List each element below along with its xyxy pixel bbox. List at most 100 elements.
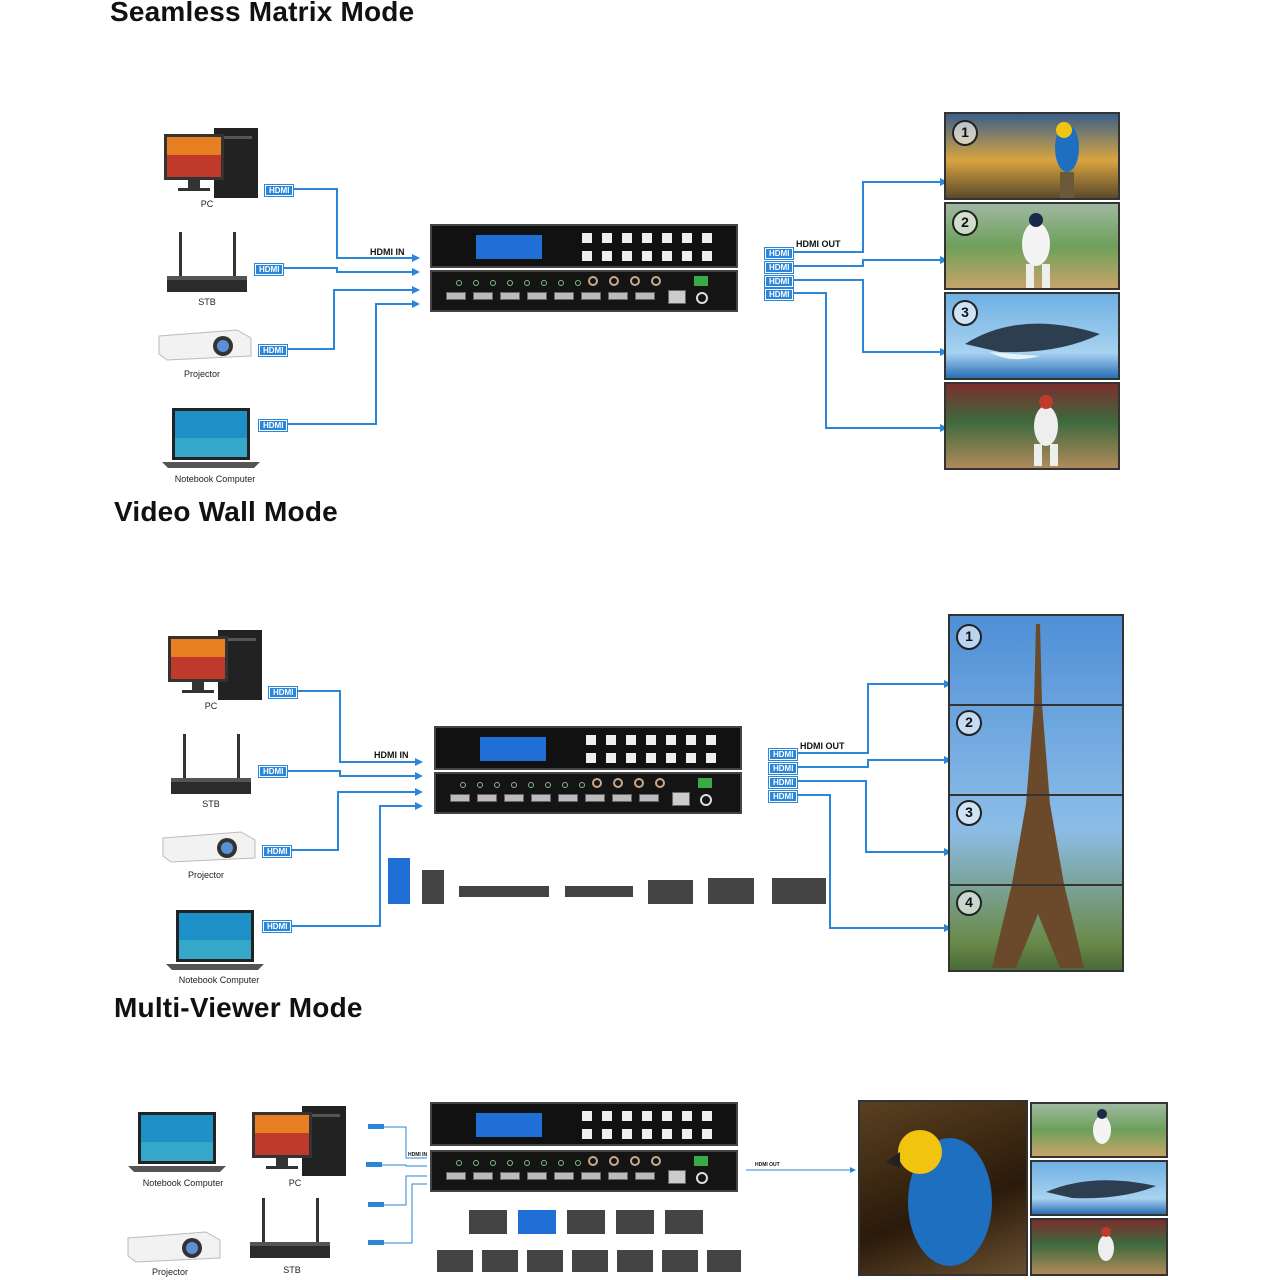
indicator-led	[558, 280, 564, 286]
layout-icon-3x1	[565, 886, 633, 897]
indicator-led	[558, 1160, 564, 1166]
panel-button	[682, 1111, 692, 1121]
indicator-led	[575, 280, 581, 286]
projector-icon	[158, 329, 252, 361]
multiviewer-sub-screen-3	[1030, 1218, 1168, 1276]
hdmi-port	[527, 292, 547, 300]
hdmi-port	[608, 292, 628, 300]
indicator-led	[579, 782, 585, 788]
indicator-led	[456, 1160, 462, 1166]
hdmi-tag-small	[368, 1240, 384, 1245]
hdmi-tag: HDMI	[265, 185, 294, 196]
section-title-multiviewer: Multi-Viewer Mode	[114, 992, 363, 1023]
panel-button	[582, 233, 592, 243]
indicator-led	[541, 1160, 547, 1166]
device-label-stb: STB	[283, 1265, 301, 1275]
indicator-led	[507, 280, 513, 286]
audio-jack	[634, 778, 644, 788]
audio-jack	[592, 778, 602, 788]
hdmi-port	[504, 794, 524, 802]
layout-icon-4x1	[459, 886, 549, 897]
power-jack	[696, 292, 708, 304]
layout-icon-mv-3	[527, 1250, 563, 1272]
panel-button	[582, 1129, 592, 1139]
hdmi-tag: HDMI	[259, 766, 288, 777]
screen-number-badge: 3	[956, 800, 982, 826]
indicator-led	[494, 782, 500, 788]
notebook-icon	[166, 910, 264, 970]
layout-icon-split	[567, 1210, 605, 1234]
control-terminal	[694, 276, 708, 286]
stb-icon	[171, 734, 251, 794]
audio-jack	[588, 1156, 598, 1166]
panel-button	[682, 251, 692, 261]
screen-number-badge: 3	[952, 300, 978, 326]
panel-button	[706, 735, 716, 745]
hdmi-tag: HDMI	[769, 777, 798, 788]
baseball-runner-image	[1034, 395, 1058, 466]
indicator-led	[562, 782, 568, 788]
lcd-display	[476, 1113, 542, 1137]
section-title-videowall: Video Wall Mode	[114, 496, 338, 527]
hdmi-port	[639, 794, 659, 802]
hdmi-tag-small	[368, 1124, 384, 1129]
indicator-led	[511, 782, 517, 788]
layout-icon-mv-7	[707, 1250, 741, 1272]
power-jack	[696, 1172, 708, 1184]
indicator-led	[456, 280, 462, 286]
panel-button	[622, 1129, 632, 1139]
device-label-pc: PC	[288, 1178, 302, 1188]
audio-jack	[655, 778, 665, 788]
hdmi-port	[527, 1172, 547, 1180]
layout-icon-mv-1	[437, 1250, 473, 1272]
audio-jack	[651, 276, 661, 286]
panel-button	[702, 251, 712, 261]
panel-button	[702, 1129, 712, 1139]
display-screen-2: 2	[944, 202, 1120, 290]
hdmi-port	[450, 794, 470, 802]
matrix-switcher-rear	[430, 1150, 738, 1192]
screen-number-badge: 1	[952, 120, 978, 146]
stb-icon	[250, 1198, 330, 1258]
panel-button	[702, 233, 712, 243]
hdmi-out-label: HDMI OUT	[755, 1162, 780, 1168]
panel-button	[642, 1111, 652, 1121]
indicator-led	[460, 782, 466, 788]
section-title-seamless: Seamless Matrix Mode	[110, 0, 415, 27]
projector-icon	[127, 1231, 221, 1263]
display-screen-1: 1	[944, 112, 1120, 200]
hdmi-in-label: HDMI IN	[374, 750, 409, 760]
ethernet-port	[668, 1170, 686, 1184]
indicator-led	[575, 1160, 581, 1166]
hdmi-tag: HDMI	[765, 289, 794, 300]
hdmi-port	[612, 794, 632, 802]
indicator-led	[490, 280, 496, 286]
hdmi-port	[608, 1172, 628, 1180]
baseball-runner-image	[1098, 1227, 1114, 1261]
matrix-switcher-front	[430, 1102, 738, 1146]
hdmi-tag-small	[368, 1202, 384, 1207]
ethernet-port	[672, 792, 690, 806]
hdmi-port	[635, 292, 655, 300]
hdmi-port	[477, 794, 497, 802]
pc-icon	[164, 128, 258, 198]
hdmi-tag: HDMI	[263, 921, 292, 932]
panel-button	[602, 1129, 612, 1139]
panel-button	[586, 753, 596, 763]
hdmi-out-label: HDMI OUT	[800, 741, 845, 751]
device-label-notebook: Notebook Computer	[174, 474, 256, 484]
layout-icon-2x2-alt	[708, 878, 754, 904]
layout-icon-2x2	[648, 880, 693, 904]
layout-icon-mv-4	[572, 1250, 608, 1272]
parrot-image	[1055, 122, 1079, 198]
device-label-pc: PC	[200, 199, 214, 209]
indicator-led	[507, 1160, 513, 1166]
panel-button	[686, 753, 696, 763]
power-jack	[700, 794, 712, 806]
screen-number-badge: 2	[952, 210, 978, 236]
matrix-switcher-rear	[430, 270, 738, 312]
hdmi-port	[554, 292, 574, 300]
matrix-switcher-front	[434, 726, 742, 770]
hdmi-tag: HDMI	[769, 749, 798, 760]
